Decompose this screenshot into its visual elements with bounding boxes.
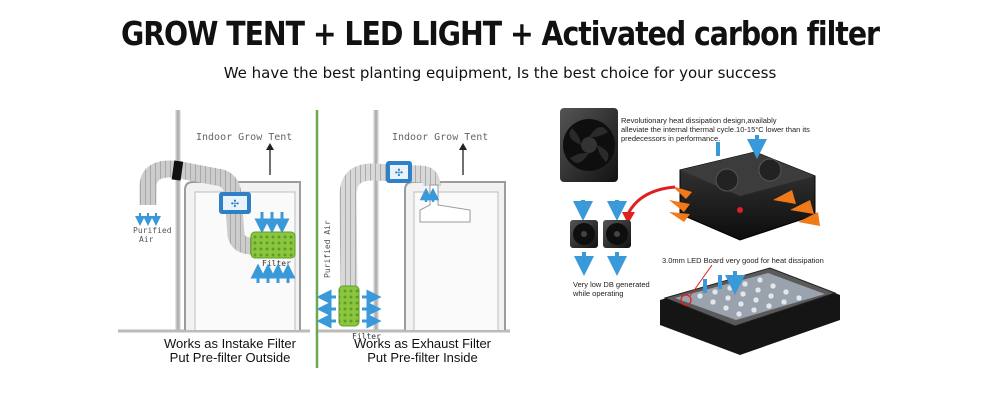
exhaust-caption-line2: Put Pre-filter Inside <box>367 350 478 365</box>
filter-label: Filter <box>352 332 381 341</box>
red-arrow-icon <box>626 185 676 215</box>
purified-air-label-2: Air <box>139 235 154 244</box>
heat-note-line3: predecessors in performance. <box>621 134 721 143</box>
svg-text:✣: ✣ <box>395 168 403 179</box>
heat-note-line2: alleviate the internal thermal cycle.10-… <box>621 125 810 134</box>
board-note: 3.0mm LED Board very good for heat dissi… <box>662 256 824 265</box>
intake-filter-diagram: Indoor Grow Tent ✣ Purified Air Filter <box>118 110 310 333</box>
exhaust-filter-diagram: Indoor Grow Tent ✣ Purified Air Filter <box>316 110 510 341</box>
purified-air-label-1: Purified <box>133 226 172 235</box>
small-fans-icon <box>570 200 631 276</box>
fan-note-line1: Very low DB generated <box>573 280 650 289</box>
intake-caption-line1: Works as Instake Filter <box>164 336 296 351</box>
tent-label: Indoor Grow Tent <box>392 132 488 143</box>
filter-label: Filter <box>262 259 291 268</box>
carbon-filter-icon <box>338 285 360 327</box>
led-light-section <box>560 108 840 355</box>
intake-caption-line2: Put Pre-filter Outside <box>169 350 291 365</box>
purified-air-label: Purified Air <box>323 220 332 278</box>
tent-label: Indoor Grow Tent <box>196 132 292 143</box>
page-subtitle: We have the best planting equipment, Is … <box>223 64 777 82</box>
carbon-filter-icon <box>250 231 296 259</box>
led-light-back-icon <box>669 135 820 241</box>
fan-note-line2: while operating <box>573 289 624 298</box>
page-title: GROW TENT + LED LIGHT + Activated carbon… <box>120 14 880 53</box>
cooling-fan-icon <box>560 108 618 182</box>
led-panel-front-icon <box>660 264 840 355</box>
heat-note-line1: Revolutionary heat dissipation design,av… <box>621 116 777 125</box>
exhaust-caption-line1: Works as Exhaust Filter <box>353 336 492 351</box>
svg-text:✣: ✣ <box>231 199 239 210</box>
